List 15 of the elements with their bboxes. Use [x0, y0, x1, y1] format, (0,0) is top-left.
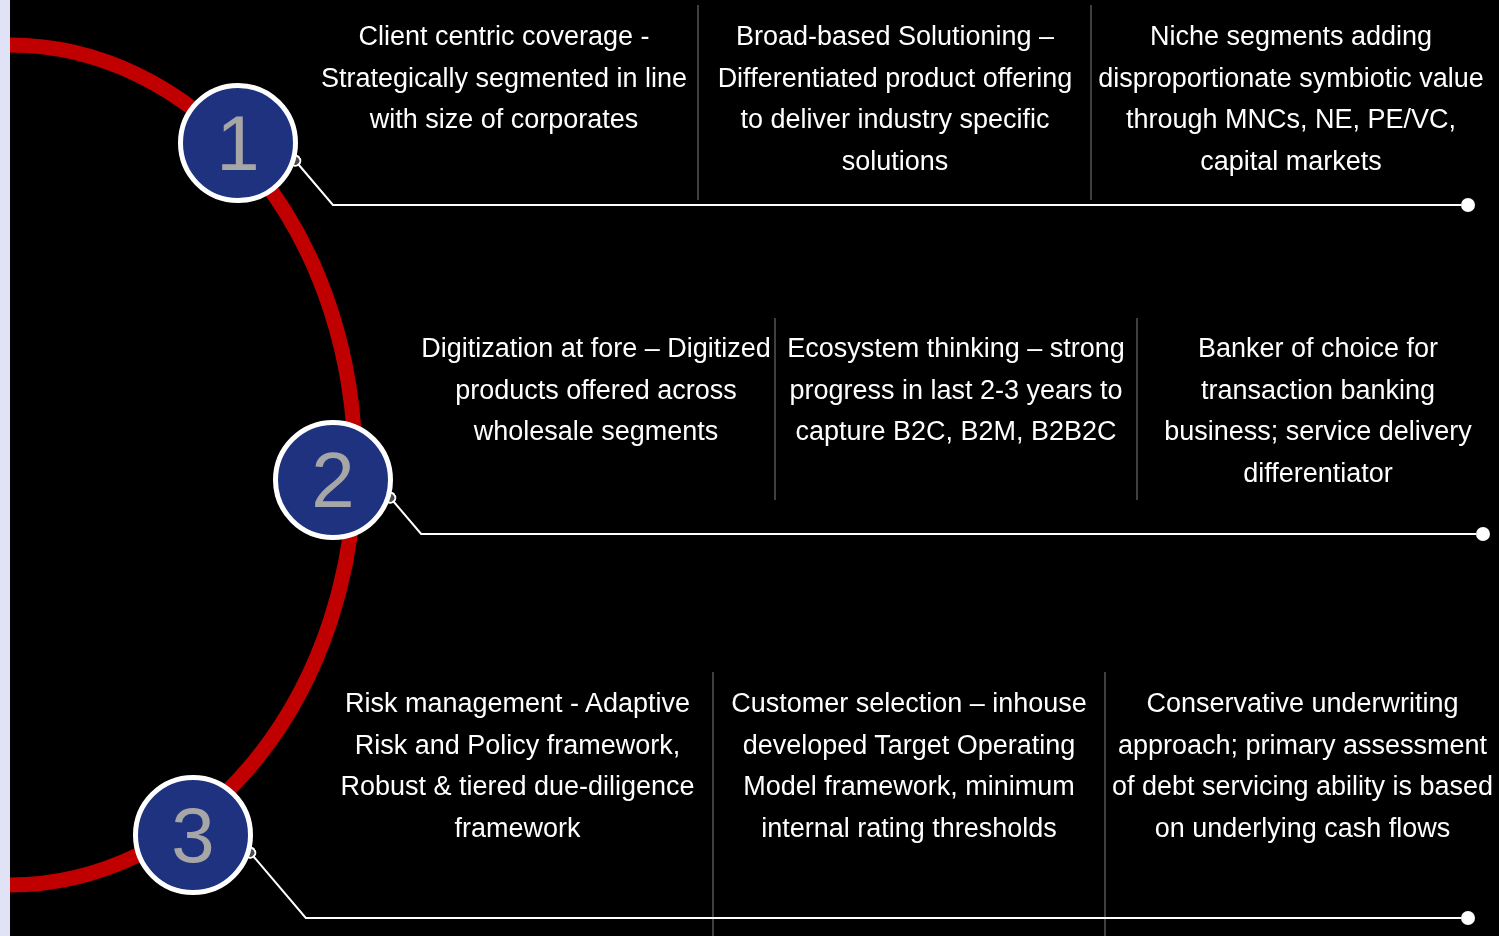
description-text: Client centric coverage - Strategically segmented in line with size of corporates	[319, 20, 689, 136]
end-dot	[1461, 911, 1475, 925]
end-dot	[1476, 527, 1490, 541]
description-text: Risk management - Adaptive Risk and Policy framework, Robust & tiered due-diligence framework	[340, 687, 695, 845]
description-text: Banker of choice for transaction banking business; service delivery differentiator	[1163, 332, 1473, 490]
number-circle: 3	[133, 775, 253, 895]
description-text: Niche segments adding disproportionate symbiotic value through MNCs, NE, PE/VC, capital markets	[1097, 20, 1485, 178]
description-text: Customer selection – inhouse developed Target Operating Model framework, minimum internal rating thresholds	[730, 687, 1088, 845]
end-dot	[1461, 198, 1475, 212]
description-text: Broad-based Solutioning – Differentiated product offering to deliver industry specific solutions	[716, 20, 1074, 178]
number-circle: 2	[273, 420, 393, 540]
description-text: Digitization at fore – Digitized products offered across wholesale segments	[420, 332, 772, 448]
number-circle: 1	[178, 83, 298, 203]
description-text: Conservative underwriting approach; primary assessment of debt servicing ability is based on underlying cash flows	[1110, 687, 1495, 845]
description-text: Ecosystem thinking – strong progress in last 2-3 years to capture B2C, B2M, B2B2C	[786, 332, 1126, 448]
